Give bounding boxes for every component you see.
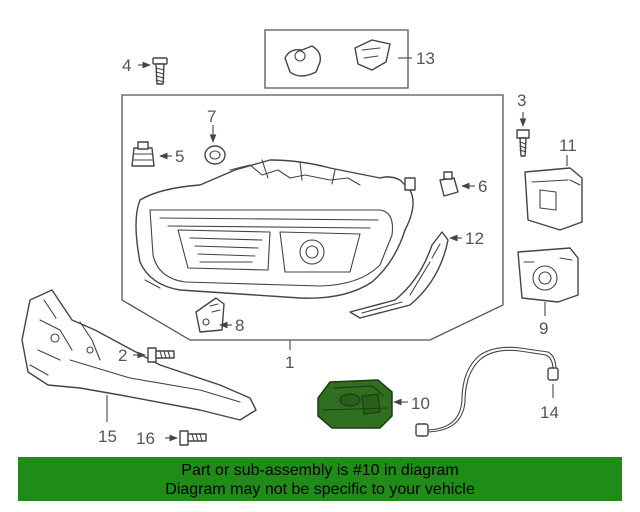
callout-12: 12 bbox=[465, 229, 484, 248]
callout-11: 11 bbox=[559, 136, 577, 155]
part-13-brackets bbox=[264, 29, 412, 89]
headlamp-housing bbox=[135, 159, 416, 299]
callout-7: 7 bbox=[207, 107, 216, 126]
callout-4: 4 bbox=[122, 56, 131, 75]
info-banner: Part or sub-assembly is #10 in diagram D… bbox=[18, 457, 622, 501]
part-9-module bbox=[517, 247, 579, 316]
callout-3: 3 bbox=[517, 91, 526, 110]
callout-14: 14 bbox=[540, 403, 559, 422]
callout-16: 16 bbox=[136, 429, 155, 448]
parts-diagram: 13 4 1 7 5 bbox=[21, 29, 583, 448]
callout-2: 2 bbox=[118, 346, 127, 365]
part-10-control-module[interactable] bbox=[317, 379, 408, 429]
part-11-module bbox=[524, 155, 583, 231]
part-16-bolt bbox=[165, 430, 207, 446]
part-4-bolt bbox=[138, 57, 168, 85]
callout-8: 8 bbox=[235, 316, 244, 335]
callout-13: 13 bbox=[416, 49, 435, 68]
banner-line-2: Diagram may not be specific to your vehi… bbox=[165, 481, 475, 498]
callout-9: 9 bbox=[539, 319, 548, 338]
part-12-trim-strip bbox=[349, 231, 462, 319]
callout-15: 15 bbox=[98, 427, 117, 446]
part-14-wire-harness bbox=[415, 346, 559, 437]
callout-1: 1 bbox=[285, 353, 294, 372]
part-3-bolt bbox=[516, 112, 530, 157]
banner-line-1: Part or sub-assembly is #10 in diagram bbox=[181, 462, 459, 479]
part-8-bracket bbox=[195, 297, 232, 333]
callout-6: 6 bbox=[478, 177, 487, 196]
part-6-nut bbox=[439, 171, 475, 197]
headlamp-assembly-frame bbox=[121, 94, 504, 341]
part-7-grommet bbox=[204, 125, 226, 165]
callout-10: 10 bbox=[411, 394, 430, 413]
callout-5: 5 bbox=[175, 147, 184, 166]
part-2-bolt bbox=[133, 347, 175, 363]
part-5-nut bbox=[131, 141, 172, 167]
